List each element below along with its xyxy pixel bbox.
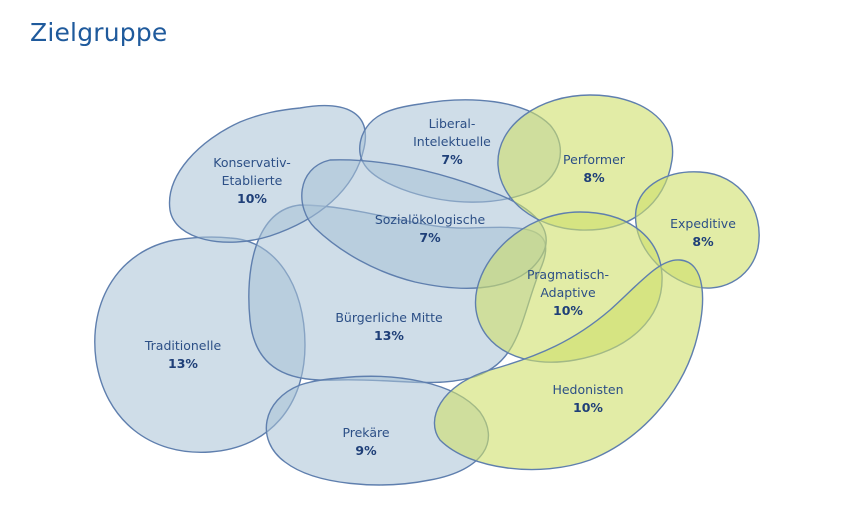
label-percent: 10%	[553, 303, 583, 318]
label-name: Prekäre	[342, 425, 389, 440]
label-name: Sozialökologische	[375, 212, 486, 227]
label-name: Intelektuelle	[413, 134, 491, 149]
label-percent: 7%	[419, 230, 441, 245]
label-name: Konservativ-	[213, 155, 291, 170]
label-name: Bürgerliche Mitte	[335, 310, 443, 325]
label-percent: 13%	[374, 328, 404, 343]
label-name: Etablierte	[222, 173, 283, 188]
label-name: Adaptive	[540, 285, 596, 300]
label-expeditive: Expeditive 8%	[670, 216, 736, 249]
label-name: Traditionelle	[144, 338, 222, 353]
label-name: Pragmatisch-	[527, 267, 609, 282]
label-konservativ-etablierte: Konservativ- Etablierte 10%	[213, 155, 291, 206]
label-hedonisten: Hedonisten 10%	[552, 382, 623, 415]
label-name: Performer	[563, 152, 626, 167]
label-percent: 8%	[692, 234, 714, 249]
label-buergerliche-mitte: Bürgerliche Mitte 13%	[335, 310, 443, 343]
label-performer: Performer 8%	[563, 152, 626, 185]
label-liberal-intelektuelle: Liberal- Intelektuelle 7%	[413, 116, 491, 167]
blob-hedonisten	[433, 259, 704, 471]
label-percent: 10%	[573, 400, 603, 415]
label-traditionelle: Traditionelle 13%	[144, 338, 222, 371]
label-percent: 9%	[355, 443, 377, 458]
label-pragmatisch-adaptive: Pragmatisch- Adaptive 10%	[527, 267, 609, 318]
label-percent: 10%	[237, 191, 267, 206]
page-title: Zielgruppe	[30, 18, 168, 47]
label-prekaere: Prekäre 9%	[342, 425, 389, 458]
label-name: Expeditive	[670, 216, 736, 231]
label-name: Liberal-	[429, 116, 476, 131]
label-percent: 7%	[441, 152, 463, 167]
label-percent: 13%	[168, 356, 198, 371]
label-name: Hedonisten	[552, 382, 623, 397]
label-percent: 8%	[583, 170, 605, 185]
label-sozialoekologische: Sozialökologische 7%	[375, 212, 486, 245]
